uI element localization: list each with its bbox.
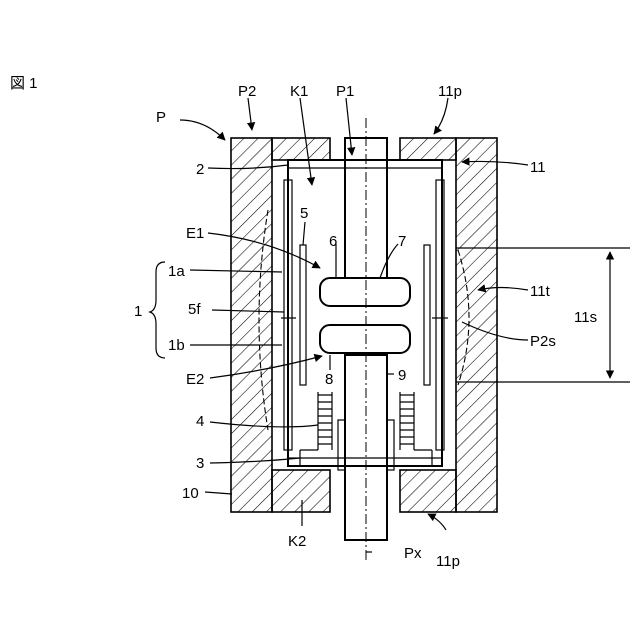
label-4: 4 [196,413,204,430]
label-10: 10 [182,485,199,502]
label-P2: P2 [238,83,256,100]
contacts [320,278,410,353]
label-7: 7 [398,233,406,250]
label-11: 11 [530,159,546,176]
label-P1: P1 [336,83,354,100]
label-P2s: P2s [530,333,556,350]
label-11p-bottom: 11p [436,553,460,570]
label-9: 9 [398,367,406,384]
top-end-caps [272,138,456,160]
label-11t: 11t [530,283,551,300]
label-8: 8 [325,371,333,388]
label-1b: 1b [168,337,185,354]
label-E1: E1 [186,225,204,242]
label-2: 2 [196,161,204,178]
label-P: P [156,109,166,126]
figure-title: 図 1 [10,75,38,92]
label-5f: 5f [188,301,201,318]
label-K2: K2 [288,533,306,550]
label-E2: E2 [186,371,204,388]
label-K1: K1 [290,83,308,100]
label-5: 5 [300,205,308,222]
label-1: 1 [134,303,142,320]
label-1a: 1a [168,263,185,280]
label-Px: Px [404,545,422,562]
label-11s: 11s [574,309,597,326]
label-6: 6 [329,233,337,250]
brace-1 [150,262,165,358]
bottom-end-caps [272,470,456,512]
label-11p-top: 11p [438,83,462,100]
label-3: 3 [196,455,204,472]
